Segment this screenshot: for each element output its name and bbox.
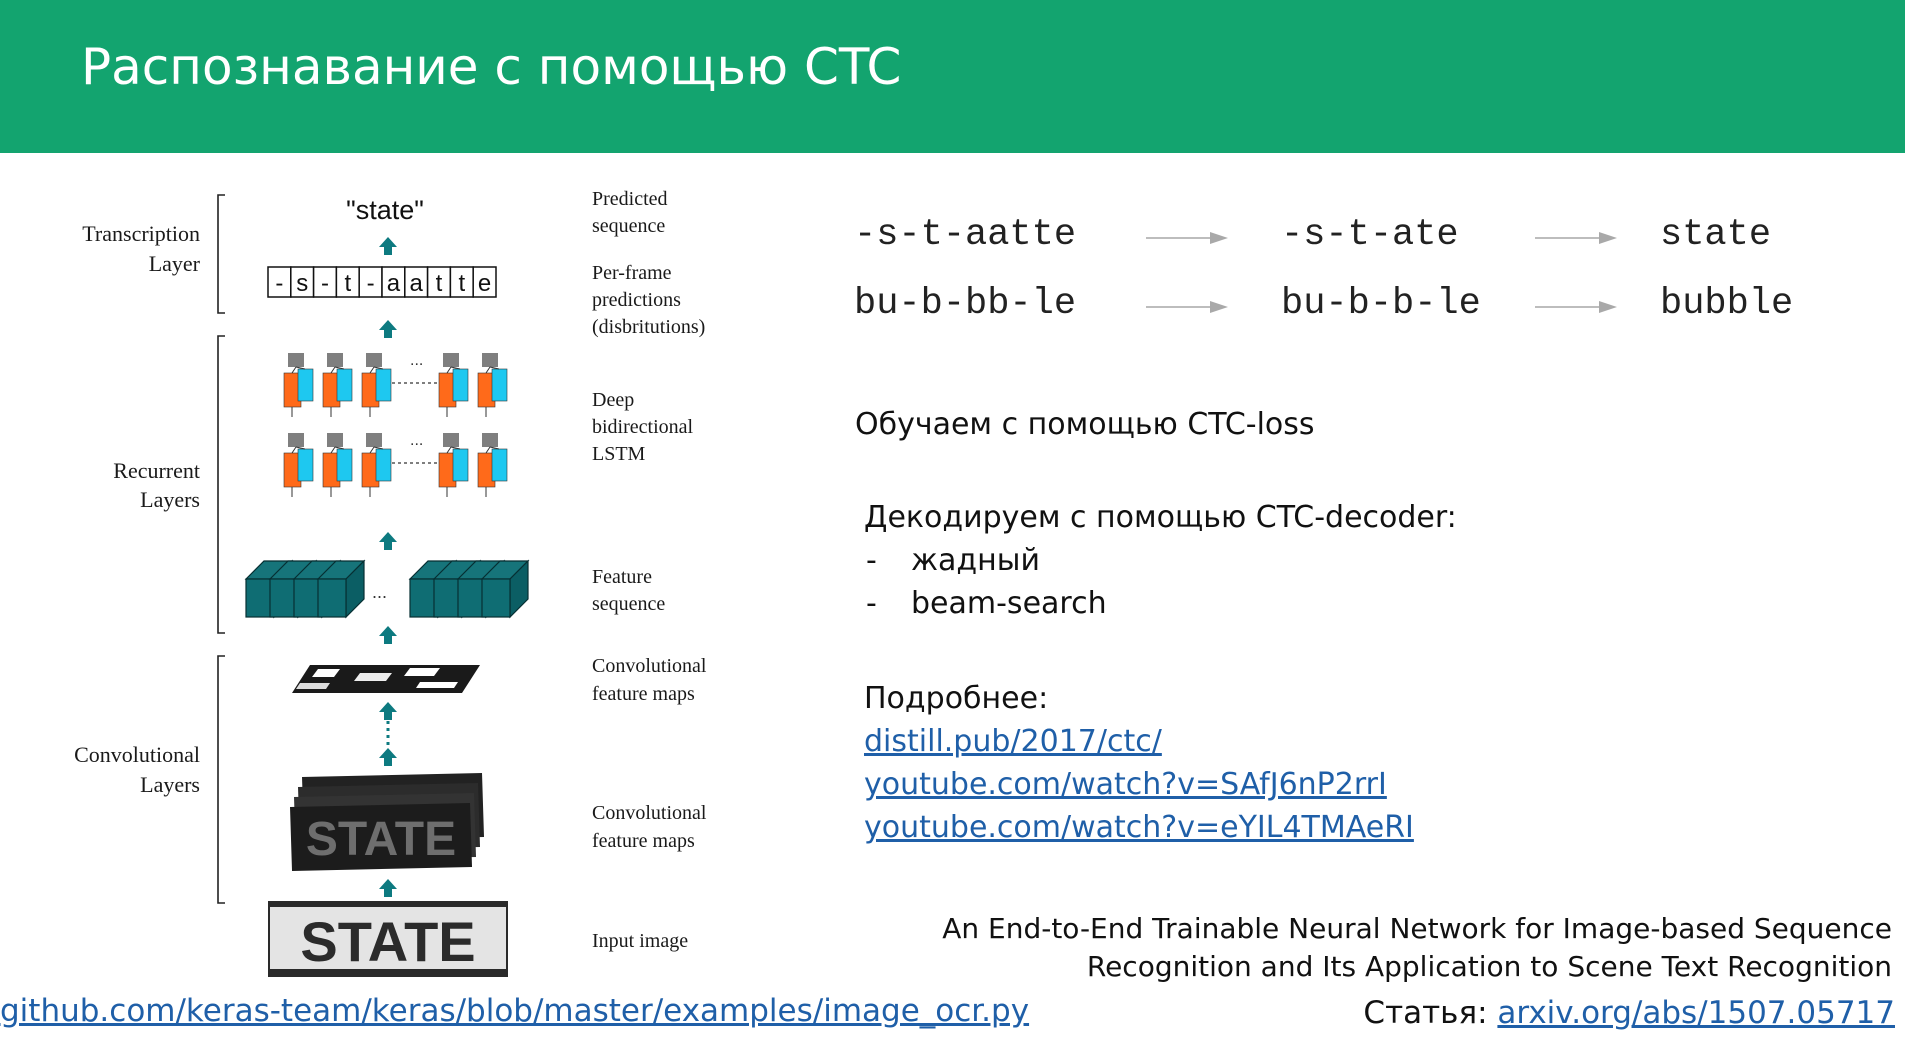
frame-cell-char: s [296,270,308,297]
transcription-label-line2: Layer [149,251,201,276]
conv-maps-1-label-line2: feature maps [592,683,695,705]
transcription-bracket [217,194,225,314]
article-reference: Статья: arxiv.org/abs/1507.05717 [1363,995,1895,1031]
lstm-grid [283,352,508,497]
slide-title: Распознавание с помощью CTC [81,38,902,96]
link-youtube-1[interactable]: youtube.com/watch?v=SAfJ6nP2rrI [864,767,1387,802]
recurrent-label-line2: Layers [140,487,200,512]
ctc-collapsed-2: bu-b-b-le [1281,283,1481,325]
conv-maps-1-label-line1: Convolutional [592,655,707,677]
paper-title-line2: Recognition and Its Application to Scene… [1086,950,1892,983]
arrow-up-icon [379,879,397,897]
link-arxiv[interactable]: arxiv.org/abs/1507.05717 [1497,995,1895,1031]
frame-cell-char: t [458,270,465,297]
input-image-word: STATE [300,910,475,973]
ctc-raw-2: bu-b-bb-le [854,283,1077,325]
lstm-cell [361,352,392,408]
decoding-item-beam: beam-search [911,586,1107,621]
frame-cell-char: a [410,270,424,297]
frame-cell-char: - [367,270,375,297]
conv-map-word: STATE [306,813,456,866]
arrow-right-icon [1535,232,1617,244]
link-github[interactable]: github.com/keras-team/keras/blob/master/… [0,993,1030,1029]
arrow-up-icon [379,702,397,720]
feature-ellipsis: ... [372,582,387,602]
input-image: STATE [268,901,508,977]
arrow-up-icon [379,320,397,338]
frame-cell-char: t [344,270,351,297]
frame-cell-char: - [321,270,329,297]
more-title: Подробнее: [864,681,1049,716]
lstm-cell [438,352,469,408]
conv-feature-map-stack: STATE [290,773,484,871]
per-frame-label-line2: predictions [592,289,681,311]
arrow-right-icon [1146,232,1228,244]
ctc-result-1: state [1660,214,1772,256]
frame-cell [472,266,497,298]
lstm-cell [322,352,353,408]
lstm-label-line3: LSTM [592,443,646,465]
predicted-sequence-text: "state" [346,195,424,225]
lstm-cell [283,432,314,488]
frame-cell-char: e [478,270,491,297]
article-label: Статья: [1363,995,1498,1031]
lstm-label-line1: Deep [592,389,634,411]
paper-title: An End-to-End Trainable Neural Network f… [942,910,1892,986]
bullet-dash: - [866,543,877,578]
predicted-label-line1: Predicted [592,188,668,210]
recurrent-label-line1: Recurrent [113,458,200,483]
input-image-label: Input image [592,930,688,952]
lstm-cell [283,352,314,408]
predicted-label-line2: sequence [592,215,665,237]
decoding-title: Декодируем с помощью CTC-decoder: [864,500,1457,535]
conv-maps-2-label-line1: Convolutional [592,802,707,824]
training-text: Обучаем с помощью CTC-loss [855,407,1315,442]
arrow-up-icon [379,626,397,644]
link-distill[interactable]: distill.pub/2017/ctc/ [864,724,1162,759]
lstm-label-line2: bidirectional [592,416,694,438]
arrow-right-icon [1146,301,1228,313]
frame-cell-char: a [387,270,401,297]
arrow-up-icon [379,237,397,255]
crnn-diagram: Transcription Layer Recurrent Layers Con… [74,188,707,977]
ctc-collapsed-1: -s-t-ate [1281,214,1459,256]
lstm-ellipsis-mid: ... [410,432,423,449]
convolutional-label-line2: Layers [140,772,200,797]
per-frame-label-line3: (disbritutions) [592,316,705,338]
paper-title-line1: An End-to-End Trainable Neural Network f… [942,912,1892,945]
recurrent-bracket [217,335,225,634]
feature-seq-label-line2: sequence [592,593,665,615]
transcription-label-line1: Transcription [82,221,200,246]
feature-seq-label-line1: Feature [592,566,652,588]
lstm-ellipsis-top: ... [410,352,423,369]
lstm-cell [438,432,469,488]
bullet-dash: - [866,586,877,621]
decoding-item-greedy: жадный [911,543,1040,578]
arrow-right-icon [1535,301,1617,313]
frame-cell-char: t [436,270,443,297]
per-frame-label-line1: Per-frame [592,262,672,284]
conv-maps-2-label-line2: feature maps [592,830,695,852]
arrow-up-icon [379,748,397,766]
ctc-result-2: bubble [1660,283,1794,325]
ctc-raw-1: -s-t-aatte [854,214,1077,256]
lstm-cell [322,432,353,488]
link-youtube-2[interactable]: youtube.com/watch?v=eYIL4TMAeRI [864,810,1414,845]
lstm-cell [361,432,392,488]
slide-header: Распознавание с помощью CTC [0,0,1905,153]
lstm-cell [477,432,508,488]
convolutional-bracket [217,655,225,904]
lstm-cell [477,352,508,408]
arrow-up-icon [379,532,397,550]
conv-feature-map-top [292,665,480,693]
convolutional-label-line1: Convolutional [74,742,200,767]
frame-cell-char: - [275,270,283,297]
